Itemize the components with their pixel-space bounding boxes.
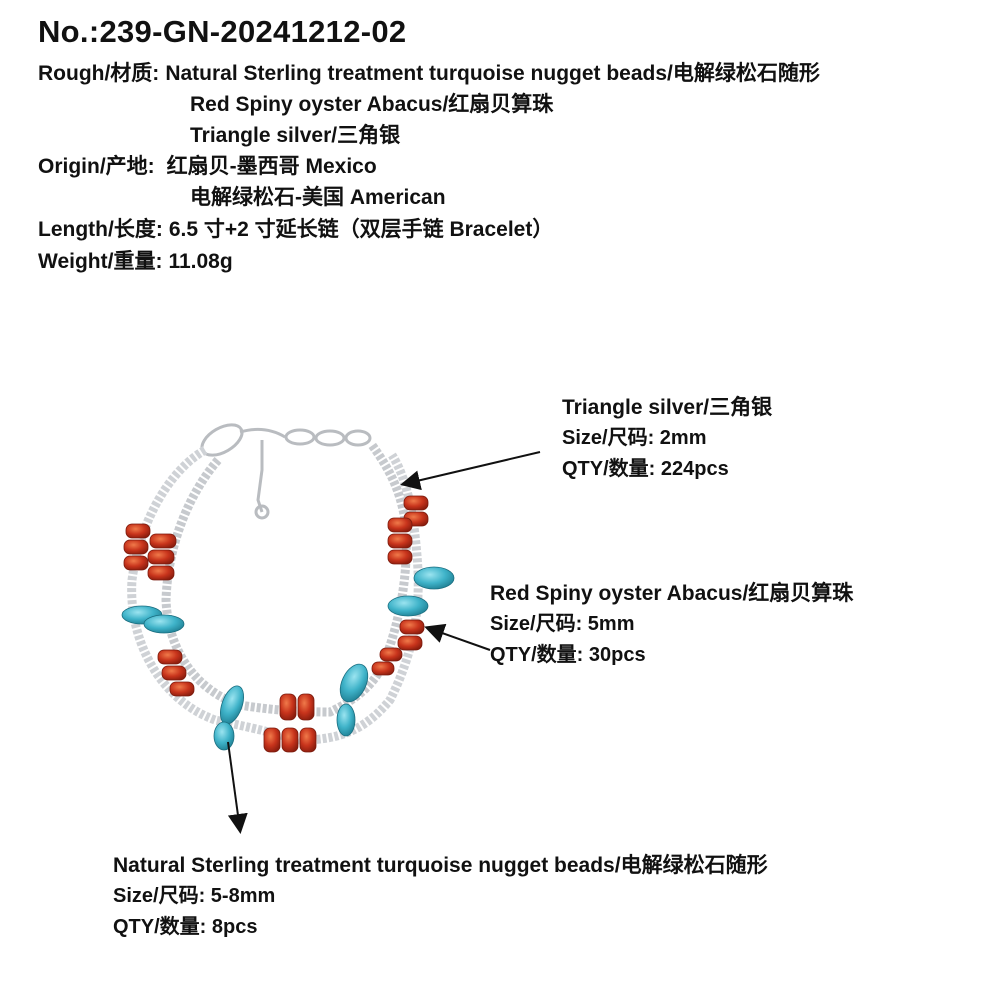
rough-value-2: Red Spiny oyster Abacus/红扇贝算珠 [190,93,554,116]
arrow-oyster [424,623,491,651]
rough-value-3: Triangle silver/三角银 [190,124,401,147]
origin-value-2: 电解绿松石-美国 American [190,186,446,209]
length-value: 6.5 寸+2 寸延长链（双层手链 Bracelet） [168,218,554,241]
turquoise-beads [121,566,455,751]
weight-value: 11.08g [168,250,233,273]
silver-strand-inner [161,442,411,717]
callout-silver-size: Size/尺码: 2mm [562,427,707,449]
rough-value-1: Natural Sterling treatment turquoise nug… [165,62,820,85]
arrow-turquoise [227,741,248,834]
spec-length-row: Length/长度: 6.5 寸+2 寸延长链（双层手链 Bracelet） [38,214,553,245]
spec-rough-row: Rough/材质: Natural Sterling treatment tur… [38,58,820,89]
callout-turquoise-size: Size/尺码: 5-8mm [113,885,276,907]
callout-turquoise: Natural Sterling treatment turquoise nug… [113,850,768,943]
rough-label: Rough/材质: [38,62,160,85]
silver-strand-outer [127,446,423,745]
clasp-chain [200,423,372,520]
callout-turquoise-title: Natural Sterling treatment turquoise nug… [113,854,768,877]
callout-oyster-title: Red Spiny oyster Abacus/红扇贝算珠 [490,582,854,605]
length-label: Length/长度: [38,218,163,241]
product-number: No.:239-GN-20241212-02 [38,14,407,49]
weight-label: Weight/重量: [38,250,163,273]
callout-silver: Triangle silver/三角银 Size/尺码: 2mm QTY/数量:… [562,392,772,485]
callout-oyster-qty: QTY/数量: 30pcs [490,644,646,666]
red-oyster-beads [123,495,429,753]
origin-value-1: 红扇贝-墨西哥 Mexico [166,155,377,178]
callout-oyster: Red Spiny oyster Abacus/红扇贝算珠 Size/尺码: 5… [490,578,853,671]
spec-weight-row: Weight/重量: 11.08g [38,246,233,277]
spec-origin-row: Origin/产地: 红扇贝-墨西哥 Mexico [38,151,377,182]
origin-label: Origin/产地: [38,155,155,178]
callout-silver-qty: QTY/数量: 224pcs [562,458,729,480]
arrow-silver [400,451,541,491]
callout-turquoise-qty: QTY/数量: 8pcs [113,916,258,938]
callout-silver-title: Triangle silver/三角银 [562,396,773,419]
callout-oyster-size: Size/尺码: 5mm [490,613,635,635]
